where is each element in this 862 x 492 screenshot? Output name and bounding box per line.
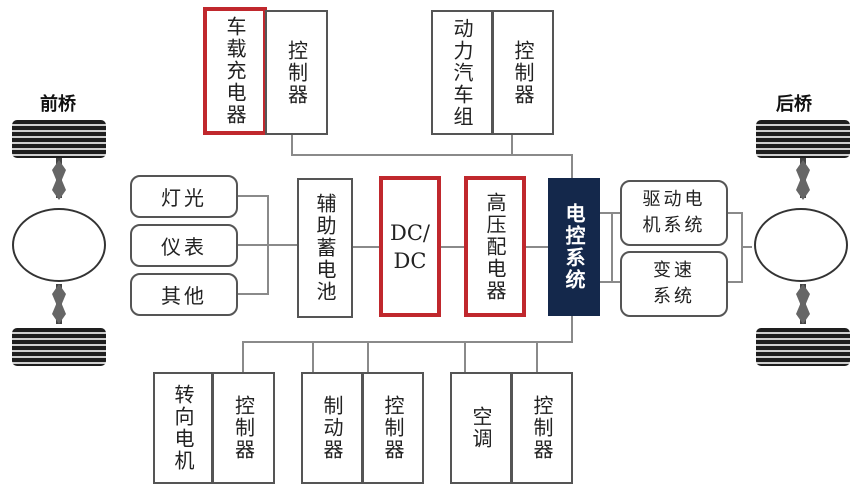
wire-control-right — [600, 212, 620, 283]
air-conditioning-label: 空调 — [469, 406, 493, 450]
power-unit-label: 动力汽车组 — [450, 17, 474, 128]
steering-controller-box: 控制器 — [212, 372, 275, 484]
load-lights-label: 灯光 — [161, 186, 207, 210]
dcdc-box: DC/ DC — [379, 176, 441, 317]
rear-bottom-joint — [796, 284, 810, 324]
air-conditioning-box: 空调 — [450, 372, 512, 484]
wire-bottom-bus — [242, 316, 573, 372]
aux-battery-label: 辅助蓄电池 — [313, 193, 337, 303]
front-bottom-tire — [12, 328, 106, 366]
drive-motor-system-label: 驱动电 机系统 — [642, 189, 706, 236]
rear-axle-hub — [754, 208, 848, 282]
load-instruments-box: 仪表 — [130, 224, 238, 267]
hv-distribution-label: 高压配电器 — [483, 191, 507, 302]
air-conditioning-controller-label: 控制器 — [530, 395, 554, 461]
dcdc-label: DC/ DC — [390, 220, 430, 273]
load-other-box: 其他 — [130, 273, 238, 316]
wire-right-axle — [728, 212, 752, 283]
transmission-system-box: 变速 系统 — [620, 251, 728, 317]
power-unit-box: 动力汽车组 — [431, 10, 493, 135]
rear-top-joint — [796, 160, 810, 200]
onboard-charger-controller-label: 控制器 — [284, 39, 309, 106]
brake-controller-box: 控制器 — [362, 372, 424, 484]
rear-bottom-tire — [756, 328, 850, 366]
brake-controller-label: 控制器 — [381, 395, 405, 461]
wire-bottom-drops — [312, 342, 538, 372]
steering-motor-box: 转向电机 — [153, 372, 213, 484]
steering-motor-label: 转向电机 — [171, 384, 195, 472]
power-unit-controller-label: 控制器 — [511, 39, 535, 106]
onboard-charger-controller-box: 控制器 — [265, 10, 328, 135]
steering-controller-label: 控制器 — [231, 395, 256, 461]
load-other-label: 其他 — [161, 284, 207, 308]
rear-top-tire — [756, 120, 850, 158]
front-top-tire — [12, 120, 106, 158]
air-conditioning-controller-box: 控制器 — [511, 372, 573, 484]
load-instruments-label: 仪表 — [161, 235, 207, 259]
transmission-system-label: 变速 系统 — [653, 260, 695, 307]
front-top-joint — [52, 160, 66, 200]
rear-axle-label: 后桥 — [776, 94, 812, 115]
front-bottom-joint — [52, 284, 66, 324]
control-system-label: 电控系统 — [562, 203, 586, 291]
drive-motor-system-box: 驱动电 机系统 — [620, 180, 728, 246]
wire-top-bus — [291, 135, 573, 178]
front-axle-hub — [12, 208, 106, 282]
onboard-charger-label: 车载充电器 — [223, 16, 247, 126]
control-system-box: 电控系统 — [548, 178, 600, 316]
front-axle-label: 前桥 — [40, 94, 76, 115]
load-lights-box: 灯光 — [130, 175, 238, 218]
brake-box: 制动器 — [301, 372, 363, 484]
power-unit-controller-box: 控制器 — [492, 10, 554, 135]
aux-battery-box: 辅助蓄电池 — [297, 178, 353, 318]
hv-distribution-box: 高压配电器 — [464, 176, 526, 317]
onboard-charger-box: 车载充电器 — [203, 7, 267, 135]
brake-label: 制动器 — [320, 395, 344, 461]
